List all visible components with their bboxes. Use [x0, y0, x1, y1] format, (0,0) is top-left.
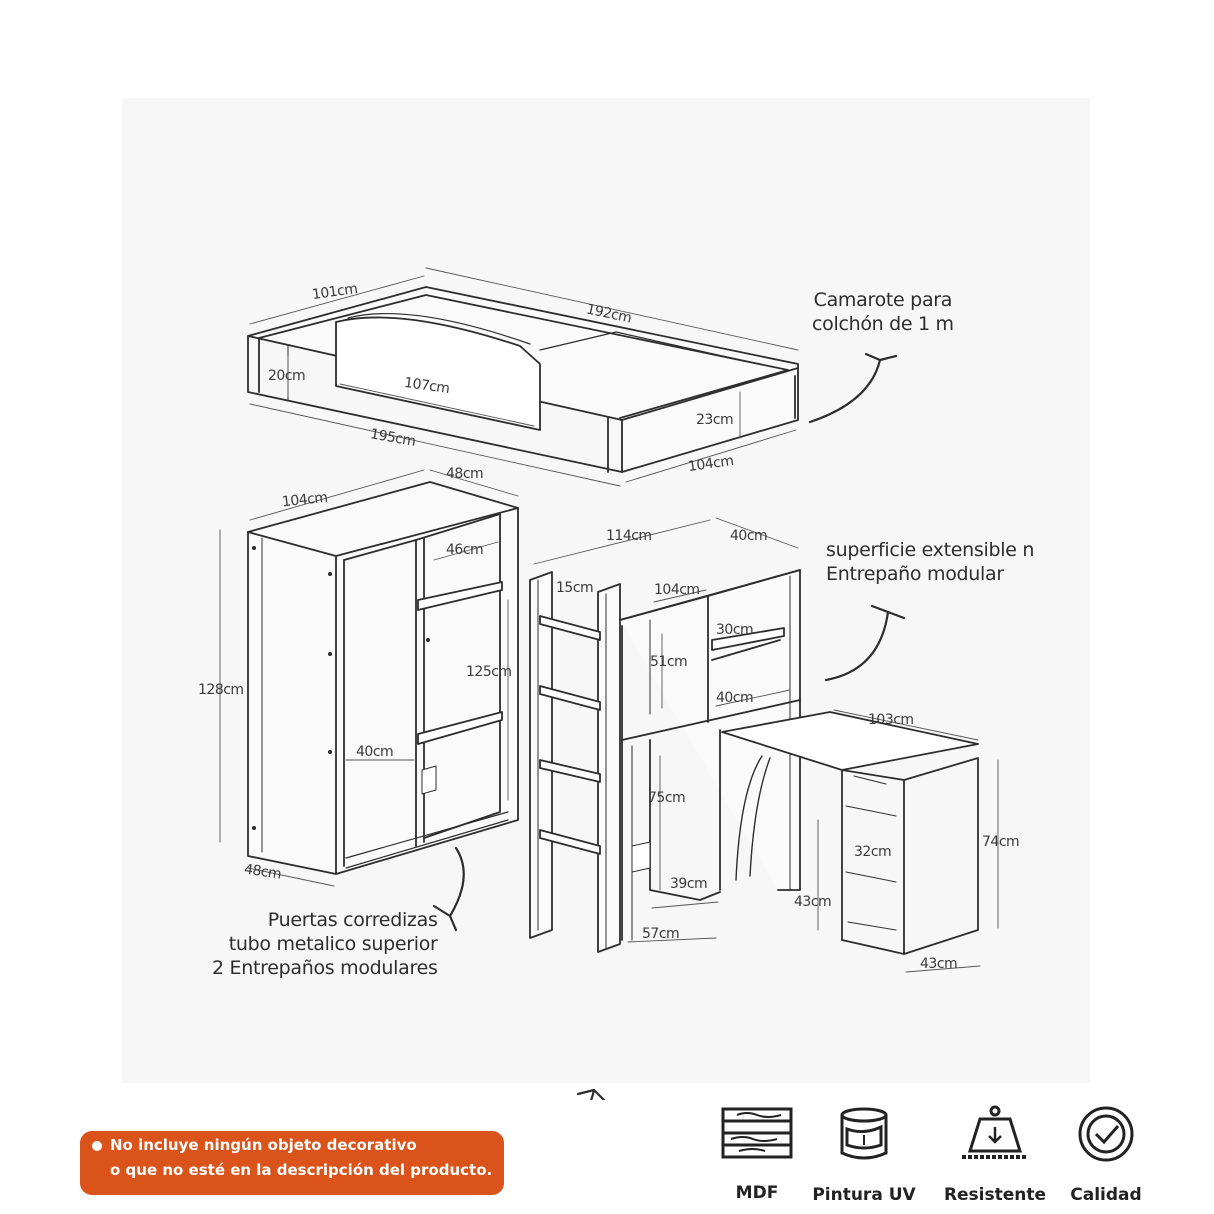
weight-icon [962, 1105, 1028, 1159]
feature-resistente-label: Resistente [943, 1185, 1047, 1205]
disclaimer-line-2: o que no esté en la descripción del prod… [110, 1161, 493, 1179]
note-desk-line-1: superficie extensible n [826, 539, 1035, 561]
wardrobe-drawing [219, 469, 519, 887]
check-badge-icon [1078, 1106, 1134, 1162]
wood-icon [721, 1107, 793, 1159]
dim-desk-leg-width: 39cm [670, 876, 708, 892]
dim-desk-base-width: 57cm [642, 926, 680, 942]
dim-desk-cabinet-width: 43cm [920, 956, 958, 972]
note-wardrobe-line-1: Puertas corredizas [267, 909, 438, 931]
dim-desk-ladder-gap: 15cm [556, 580, 594, 596]
note-bed-line-2: colchón de 1 m [812, 313, 954, 335]
note-wardrobe-line-2: tubo metalico superior [228, 933, 438, 955]
feature-resistente: Resistente [940, 1105, 1050, 1205]
feature-mdf-label: MDF [735, 1183, 779, 1203]
dim-bed-end-height: 23cm [696, 412, 734, 428]
note-bed: Camarote para colchón de 1 m [812, 288, 954, 336]
feature-calidad-label: Calidad [1070, 1185, 1142, 1205]
feature-pintura-uv: Pintura UV [809, 1105, 919, 1205]
dim-desk-leg-height: 75cm [648, 790, 686, 806]
disclaimer-badge: No incluye ningún objeto decorativo o qu… [80, 1131, 504, 1195]
paint-can-icon [840, 1107, 888, 1160]
feature-calidad: Calidad [1051, 1105, 1161, 1205]
dim-desk-length: 114cm [606, 528, 652, 544]
dim-bed-side-height: 20cm [268, 368, 306, 384]
annotation-arrows [432, 352, 906, 1100]
disclaimer-line-1: No incluye ningún objeto decorativo [110, 1136, 417, 1154]
dim-wardrobe-shelf-depth: 46cm [446, 542, 484, 558]
dim-desk-cabinet-shelf: 32cm [854, 844, 892, 860]
dim-desk-height: 74cm [982, 834, 1020, 850]
note-wardrobe: Puertas corredizas tubo metalico superio… [212, 908, 438, 980]
dim-desk-lower-shelf: 40cm [716, 690, 754, 706]
dim-wardrobe-inner-height: 125cm [466, 664, 512, 680]
dim-desk-upper-height: 51cm [650, 654, 688, 670]
note-wardrobe-line-3: 2 Entrepaños modulares [212, 957, 438, 979]
bed-drawing [247, 267, 799, 487]
dim-desk-top-depth: 40cm [730, 528, 768, 544]
feature-pintura-uv-label: Pintura UV [812, 1185, 916, 1205]
dim-desk-shelf-depth: 30cm [716, 622, 754, 638]
note-desk-line-2: Entrepaño modular [826, 563, 1004, 585]
note-bed-line-1: Camarote para [813, 289, 953, 311]
dim-desk-cabinet-height: 43cm [794, 894, 832, 910]
note-desk: superficie extensible n Entrepaño modula… [826, 538, 1034, 586]
feature-mdf: MDF [702, 1105, 812, 1203]
bullet-dot [92, 1141, 102, 1151]
dim-wardrobe-depth: 48cm [446, 466, 484, 482]
dim-wardrobe-rail-height: 40cm [356, 744, 394, 760]
dim-desk-extension-length: 103cm [868, 712, 914, 728]
dim-desk-upper-width: 104cm [654, 582, 700, 598]
desk-unit-drawing [529, 517, 999, 973]
dim-wardrobe-height: 128cm [198, 682, 244, 698]
furniture-drawing [219, 267, 999, 1100]
